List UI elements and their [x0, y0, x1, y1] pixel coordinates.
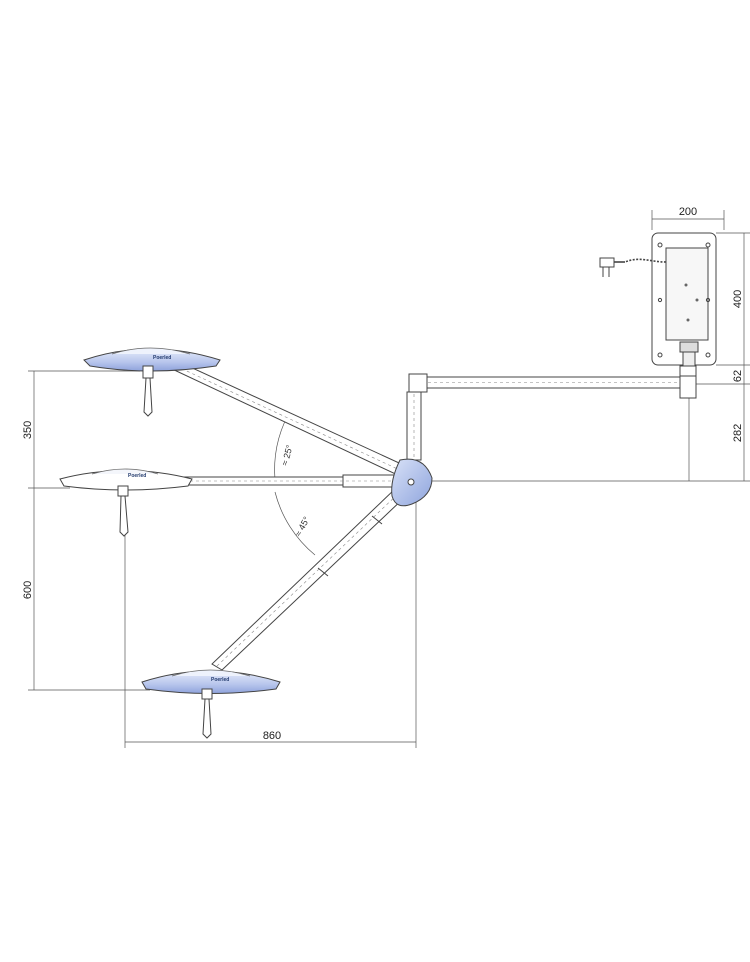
lamp-brand-label: Poerled [153, 355, 171, 361]
wall-mount-plate [651, 232, 717, 369]
lamp-head-lower: Poerled [141, 669, 281, 739]
lamp-brand-label-lower: Poerled [211, 677, 229, 683]
dimension-labels: 200 400 62 282 350 600 860 [22, 206, 744, 742]
angle-labels: ≈ 25° ≈ 45° [280, 443, 312, 538]
vertical-drop [406, 391, 422, 461]
angle-upper-label: ≈ 25° [280, 443, 295, 466]
power-cable-plug [599, 257, 667, 277]
lamp-brand-label-middle: Poerled [128, 473, 146, 479]
dim-upper-span: 350 [22, 421, 34, 439]
dim-lower-span: 600 [22, 581, 34, 599]
dimension-lines [28, 210, 750, 748]
dim-mount-height: 400 [732, 290, 744, 308]
angle-lower-label: ≈ 45° [293, 515, 312, 539]
horizontal-arm [408, 365, 697, 399]
dim-mount-offset: 62 [732, 370, 744, 382]
dim-pivot-drop: 282 [732, 424, 744, 442]
dim-mount-width: 200 [679, 206, 697, 218]
dim-reach: 860 [263, 730, 281, 742]
central-joint [391, 458, 433, 507]
lower-arm [211, 487, 407, 671]
lamp-head-upper: Poerled [83, 347, 221, 417]
middle-arm [169, 474, 396, 488]
lamp-head-middle: Poerled [59, 468, 193, 537]
